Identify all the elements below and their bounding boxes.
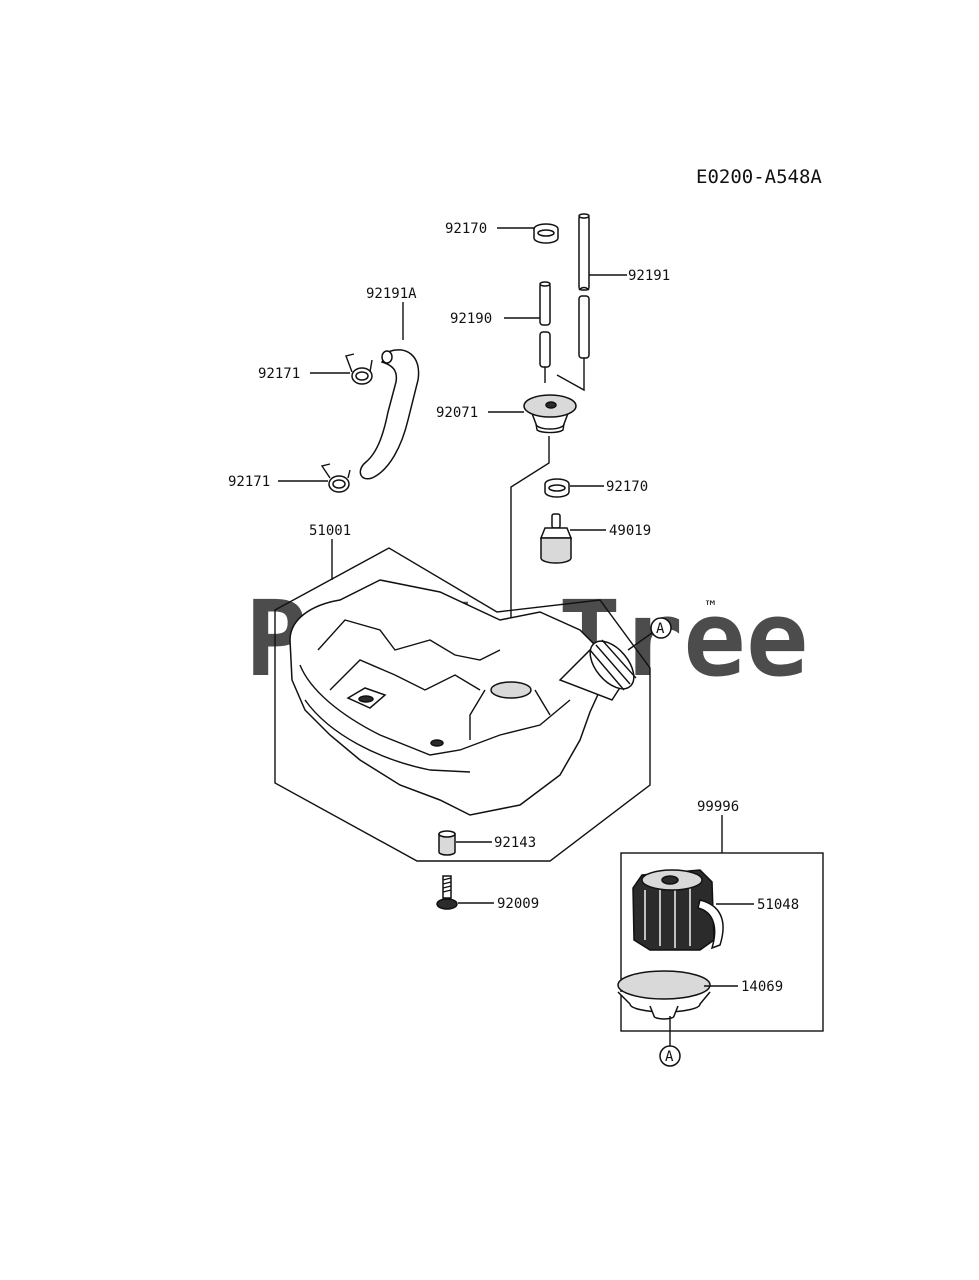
label-14069[interactable]: 14069 <box>741 979 783 995</box>
label-92171-bottom[interactable]: 92171 <box>228 474 270 490</box>
callout-a-tank[interactable]: A <box>650 617 672 639</box>
label-51048[interactable]: 51048 <box>757 897 799 913</box>
label-92009[interactable]: 92009 <box>497 896 539 912</box>
hose-92191A-part[interactable] <box>359 349 420 480</box>
tube-92190-part[interactable] <box>539 281 551 368</box>
label-92191A[interactable]: 92191A <box>366 286 417 302</box>
tube-92191-part[interactable] <box>578 213 590 359</box>
label-92170-mid[interactable]: 92170 <box>606 479 648 495</box>
bushing-92143-part[interactable] <box>438 830 456 856</box>
callout-a-tank-letter: A <box>656 621 665 637</box>
cap-51048-part[interactable] <box>632 869 724 951</box>
clip-92171-bottom-part[interactable] <box>320 463 351 493</box>
diagram-code: E0200-A548A <box>696 166 822 188</box>
label-51001[interactable]: 51001 <box>309 523 351 539</box>
label-92071[interactable]: 92071 <box>436 405 478 421</box>
label-92143[interactable]: 92143 <box>494 835 536 851</box>
callout-a-cap[interactable]: A <box>659 1045 681 1067</box>
label-92171-top[interactable]: 92171 <box>258 366 300 382</box>
gasket-14069-part[interactable] <box>617 970 711 1020</box>
clamp-92170-mid-part[interactable] <box>544 478 570 498</box>
label-92190[interactable]: 92190 <box>450 311 492 327</box>
label-49019[interactable]: 49019 <box>609 523 651 539</box>
tank-assembly-frame <box>274 547 651 862</box>
clip-92171-top-part[interactable] <box>345 353 373 385</box>
fuel-tank-51001-part[interactable] <box>289 579 642 816</box>
callout-a-cap-letter: A <box>665 1049 674 1065</box>
clamp-92170-top-part[interactable] <box>533 223 559 244</box>
label-99996[interactable]: 99996 <box>697 799 739 815</box>
watermark-trademark: ™ <box>705 597 716 616</box>
label-92191[interactable]: 92191 <box>628 268 670 284</box>
label-92170-top[interactable]: 92170 <box>445 221 487 237</box>
filter-49019-part[interactable] <box>539 513 573 564</box>
screw-92009-part[interactable] <box>436 875 458 910</box>
grommet-92071-part[interactable] <box>523 394 577 434</box>
